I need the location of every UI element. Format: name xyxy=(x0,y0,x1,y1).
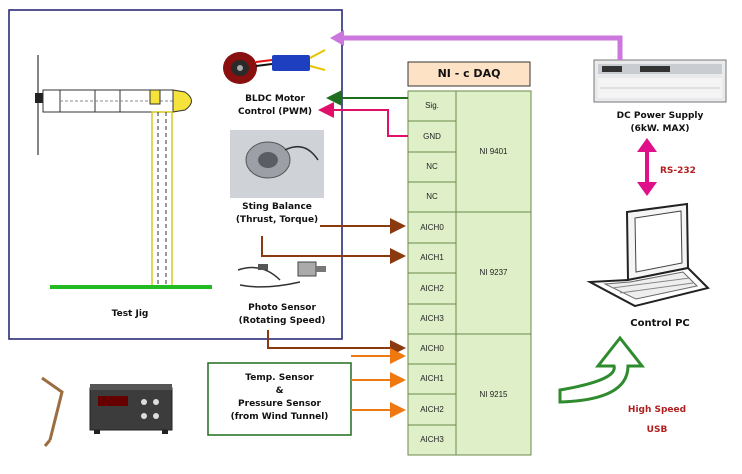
bldc-motor-image xyxy=(223,49,326,84)
daq-9401-ch2: NC xyxy=(426,162,438,171)
bldc-motor-label: BLDC Motor Control (PWM) xyxy=(225,93,325,119)
laptop-image xyxy=(586,202,710,308)
daq-9237-ch3: AICH3 xyxy=(420,314,444,323)
photo-sensor-label: Photo Sensor (Rotating Speed) xyxy=(230,302,334,328)
daq-title: NI - c DAQ xyxy=(437,67,501,80)
sting-label-line2: (Thrust, Torque) xyxy=(235,215,319,225)
sting-balance-photo xyxy=(230,130,324,198)
sting-balance-label: Sting Balance (Thrust, Torque) xyxy=(225,201,329,227)
control-pc-label: Control PC xyxy=(630,318,690,329)
temp-label-line2: & xyxy=(275,386,284,396)
pressure-meter-image xyxy=(89,384,173,434)
daq-9237-ch1: AICH1 xyxy=(420,253,444,262)
power-label-line1: DC Power Supply xyxy=(616,111,704,121)
rs232-label: RS-232 xyxy=(660,166,696,176)
photo-label-line1: Photo Sensor xyxy=(248,303,316,313)
daq-9215-ch3: AICH3 xyxy=(420,435,444,444)
power-label-line2: (6kW. MAX) xyxy=(630,124,690,134)
daq-module-9215: NI 9215 xyxy=(479,390,508,399)
daq-9237-ch0: AICH0 xyxy=(420,223,444,232)
daq-9401-ch0: Sig. xyxy=(425,101,439,110)
temp-label-line3: Pressure Sensor xyxy=(238,399,321,409)
daq-module-9401: NI 9401 xyxy=(479,147,508,156)
daq-9401-ch3: NC xyxy=(426,192,438,201)
usb-label-line2: USB xyxy=(646,425,668,435)
temp-pressure-label: Temp. Sensor & Pressure Sensor (from Win… xyxy=(208,372,351,424)
arrows xyxy=(261,30,657,418)
daq-9401-ch1: GND xyxy=(423,132,441,141)
test-jig-drawing xyxy=(35,55,212,289)
usb-label: High Speed USB xyxy=(622,400,692,440)
daq-9215-ch2: AICH2 xyxy=(420,405,444,414)
bldc-label-line1: BLDC Motor xyxy=(245,94,305,104)
power-supply-image xyxy=(593,59,727,103)
photo-sensor-image xyxy=(237,261,326,288)
temp-label-line4: (from Wind Tunnel) xyxy=(230,412,329,422)
daq-9215-ch1: AICH1 xyxy=(420,374,444,383)
daq-9237-ch2: AICH2 xyxy=(420,284,444,293)
daq-9215-ch0: AICH0 xyxy=(420,344,444,353)
power-supply-label: DC Power Supply (6kW. MAX) xyxy=(600,110,720,136)
temp-pressure-box xyxy=(207,362,352,436)
daq-chassis xyxy=(407,61,532,456)
test-jig-label: Test Jig xyxy=(111,309,149,319)
photo-label-line2: (Rotating Speed) xyxy=(238,316,326,326)
daq-module-9237: NI 9237 xyxy=(479,268,508,277)
usb-label-line1: High Speed xyxy=(627,405,687,415)
temp-label-line1: Temp. Sensor xyxy=(245,373,314,383)
bldc-label-line2: Control (PWM) xyxy=(237,107,313,117)
sting-label-line1: Sting Balance xyxy=(242,202,312,212)
pitot-probe-image xyxy=(41,376,64,447)
